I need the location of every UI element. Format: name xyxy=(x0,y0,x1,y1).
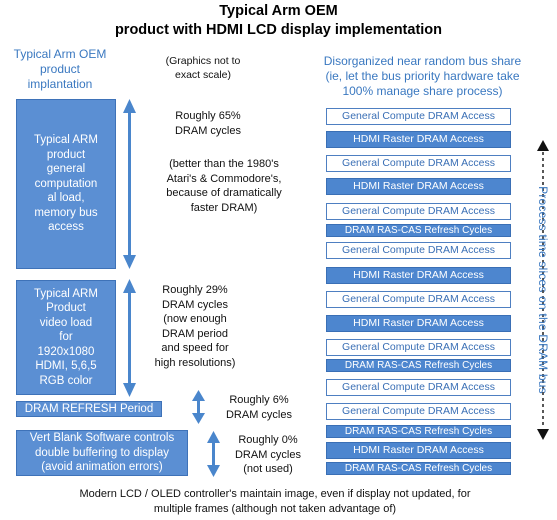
arrow-65-head-down xyxy=(123,255,136,269)
bus-slot-compute: General Compute DRAM Access xyxy=(326,155,511,172)
note-65-percent: Roughly 65% DRAM cycles xyxy=(174,110,241,137)
process-arrow-head-down xyxy=(537,429,549,440)
bus-slot-hdmi: HDMI Raster DRAM Access xyxy=(326,178,511,195)
video-load-box: Typical ARM Product video load for 1920x… xyxy=(16,280,116,395)
general-load-box: Typical ARM product general computation … xyxy=(16,99,116,269)
arrow-0-head-up xyxy=(207,431,220,443)
process-time-label: Process time slices on the DRAM bus xyxy=(536,186,550,394)
bus-slot-refresh: DRAM RAS-CAS Refresh Cycles xyxy=(326,462,511,475)
arrow-0-shaft xyxy=(212,442,215,466)
arrow-6-head-up xyxy=(192,390,205,401)
diagram-title: Typical Arm OEM product with HDMI LCD di… xyxy=(0,2,557,40)
bus-slot-compute: General Compute DRAM Access xyxy=(326,291,511,308)
arrow-29-head-down xyxy=(123,383,136,397)
title-line-2: product with HDMI LCD display implementa… xyxy=(114,22,443,38)
bus-slot-compute: General Compute DRAM Access xyxy=(326,203,511,220)
bus-slot-refresh: DRAM RAS-CAS Refresh Cycles xyxy=(326,224,511,237)
arrow-65-shaft xyxy=(128,112,131,256)
bus-slot-hdmi: HDMI Raster DRAM Access xyxy=(326,442,511,459)
bus-slot-compute: General Compute DRAM Access xyxy=(326,379,511,396)
bus-slot-compute: General Compute DRAM Access xyxy=(326,108,511,125)
bus-slot-hdmi: HDMI Raster DRAM Access xyxy=(326,267,511,284)
scale-note: (Graphics not to exact scale) xyxy=(165,55,241,81)
bus-slot-refresh: DRAM RAS-CAS Refresh Cycles xyxy=(326,359,511,372)
arrow-6-head-down xyxy=(192,413,205,424)
title-line-1: Typical Arm OEM xyxy=(219,3,338,19)
bus-slot-compute: General Compute DRAM Access xyxy=(326,242,511,259)
note-65-detail: (better than the 1980's Atari's & Commod… xyxy=(166,158,282,214)
arrow-29-head-up xyxy=(123,279,136,293)
note-0-percent: Roughly 0% DRAM cycles (not used) xyxy=(234,434,301,475)
process-time-arrow xyxy=(537,140,549,440)
footer-note: Modern LCD / OLED controller's maintain … xyxy=(79,488,471,515)
bus-slot-compute: General Compute DRAM Access xyxy=(326,339,511,356)
arrow-6-shaft xyxy=(197,400,200,414)
process-arrow-head-up xyxy=(537,140,549,151)
bus-slot-hdmi: HDMI Raster DRAM Access xyxy=(326,131,511,148)
note-29-percent: Roughly 29% DRAM cycles (now enough DRAM… xyxy=(154,284,236,369)
vblank-box: Vert Blank Software controls double buff… xyxy=(16,430,188,476)
dram-refresh-box: DRAM REFRESH Period xyxy=(16,401,162,417)
bus-slot-hdmi: HDMI Raster DRAM Access xyxy=(326,315,511,332)
arrow-65-head-up xyxy=(123,99,136,113)
right-header: Disorganized near random bus share (ie, … xyxy=(323,54,522,98)
bus-slot-compute: General Compute DRAM Access xyxy=(326,403,511,420)
arrow-0-head-down xyxy=(207,465,220,477)
left-header: Typical Arm OEM product implantation xyxy=(13,47,107,91)
note-6-percent: Roughly 6% DRAM cycles xyxy=(225,394,292,421)
arrow-29-shaft xyxy=(128,292,131,384)
bus-slot-refresh: DRAM RAS-CAS Refresh Cycles xyxy=(326,425,511,438)
